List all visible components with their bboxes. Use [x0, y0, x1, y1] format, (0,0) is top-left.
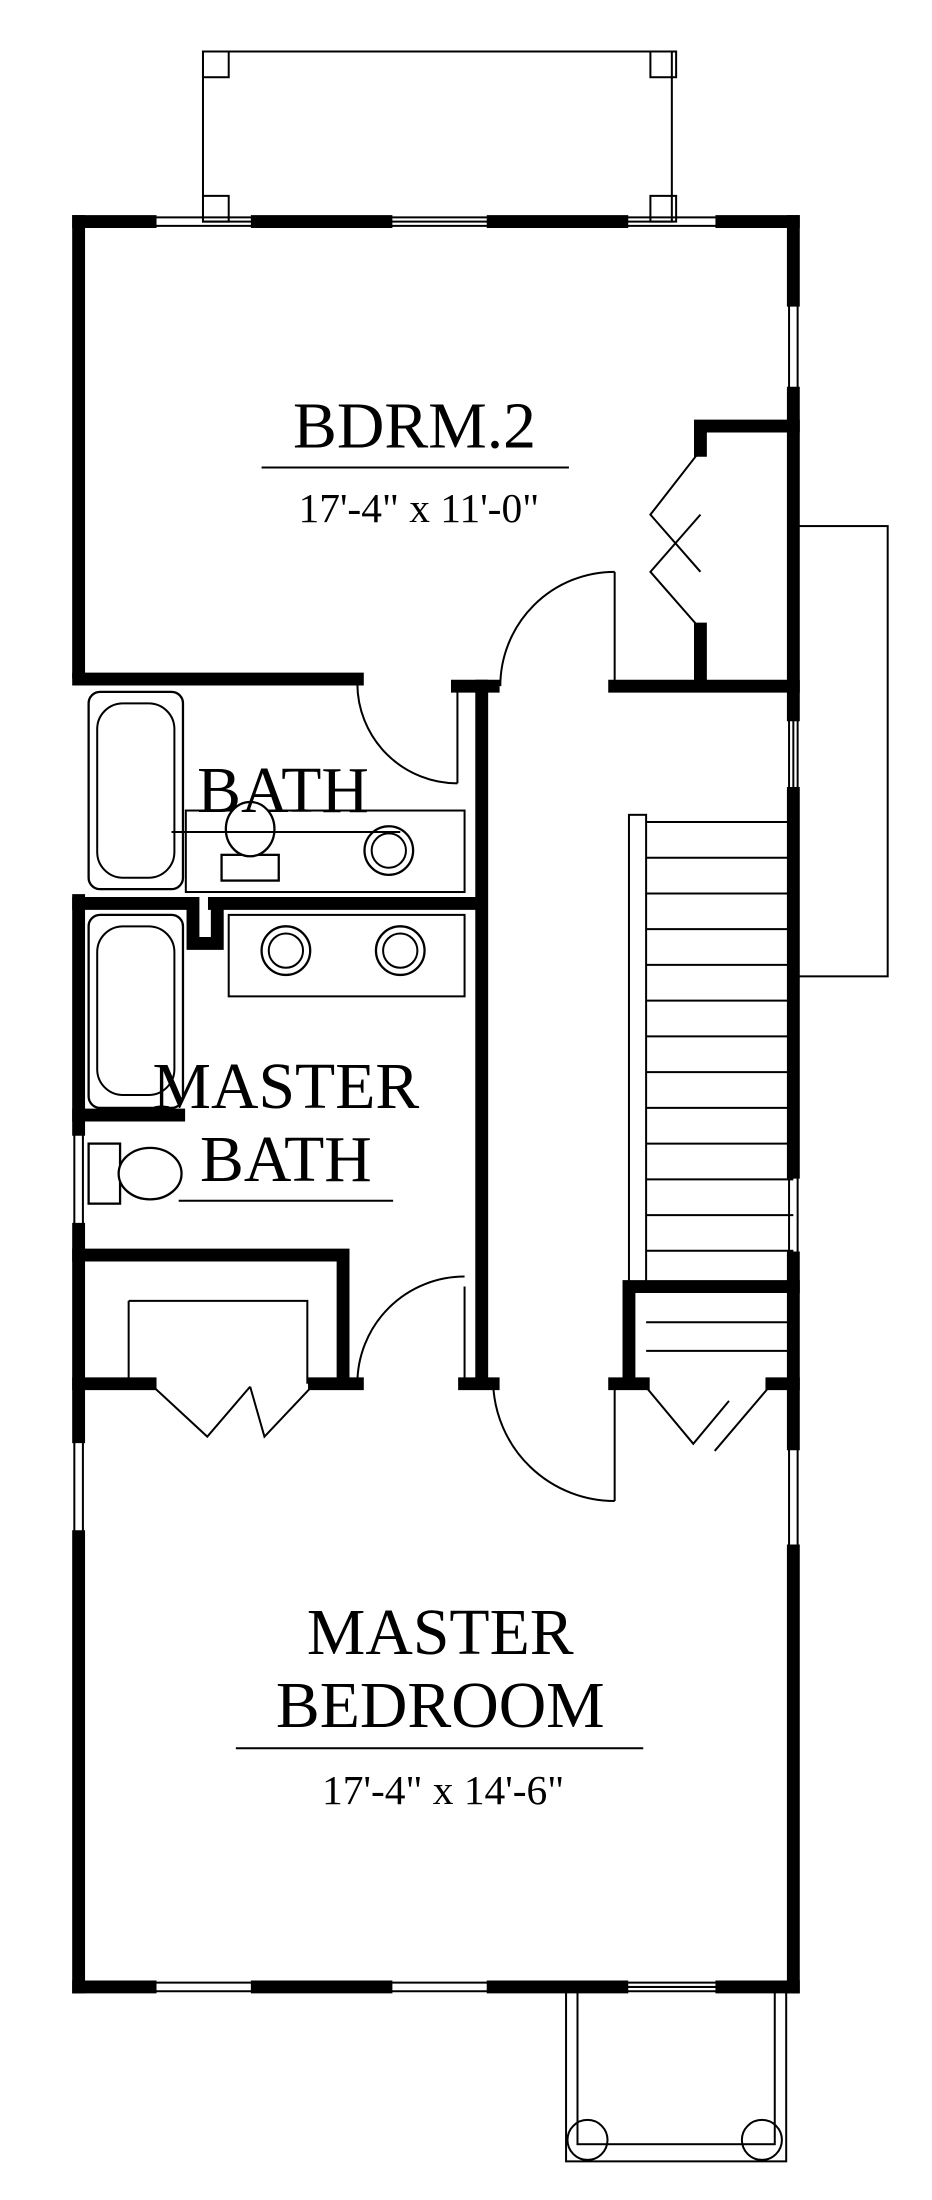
bath-vanity — [184, 809, 466, 894]
master-bath-label-line2: BATH — [200, 1123, 372, 1196]
bath-toilet-tank — [220, 853, 280, 882]
side-bay — [792, 525, 889, 978]
bath-fixtures — [87, 690, 466, 1205]
bdrm2-dimensions: 17'-4" x 11'-0" — [299, 485, 540, 531]
master-bedroom-label-line2: BEDROOM — [276, 1669, 605, 1742]
bathtub — [87, 690, 185, 891]
master-toilet-tank — [87, 1142, 122, 1205]
bdrm2-label: BDRM.2 — [293, 389, 536, 462]
master-tub — [87, 913, 185, 1110]
master-bedroom-label-line1: MASTER — [307, 1596, 574, 1669]
bath-label: BATH — [197, 754, 369, 827]
doors — [127, 449, 773, 1502]
interior-walls — [72, 419, 800, 1501]
stairs — [627, 813, 794, 1352]
room-labels: BDRM.2 17'-4" x 11'-0" BATH MASTER BATH … — [153, 389, 644, 1813]
bath-toilet — [224, 800, 276, 858]
master-vanity — [227, 913, 466, 998]
exterior-walls — [72, 215, 800, 1994]
master-bedroom-dimensions: 17'-4" x 14'-6" — [322, 1767, 564, 1813]
bottom-porch — [565, 1985, 788, 2163]
master-toilet — [117, 1146, 183, 1201]
master-bath-label-line1: MASTER — [153, 1050, 420, 1123]
top-porch — [201, 50, 678, 223]
